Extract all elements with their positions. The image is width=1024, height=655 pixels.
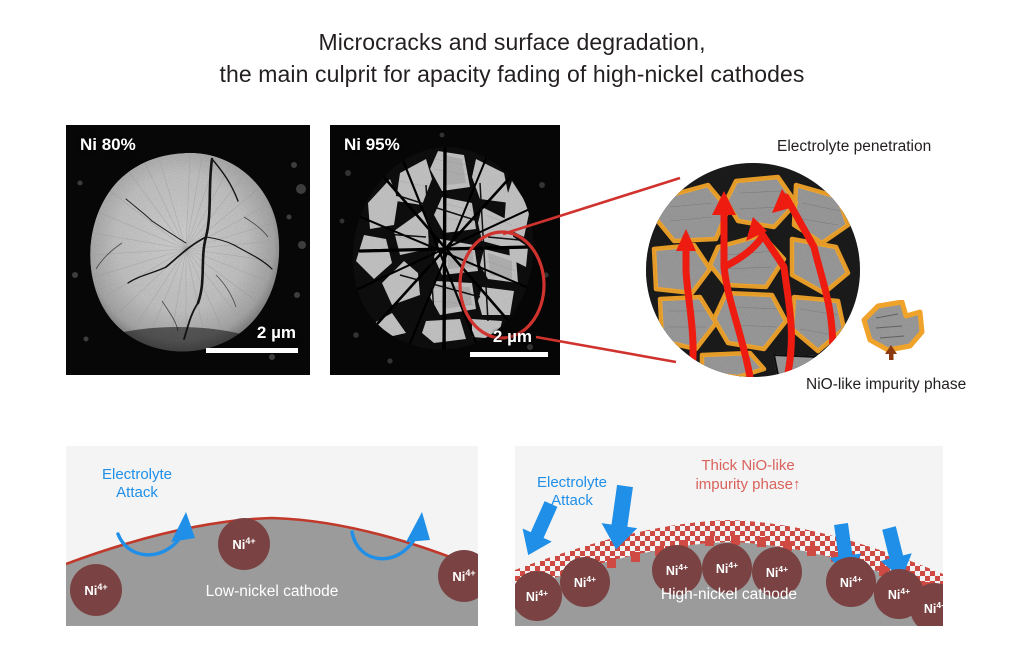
nickel-ion [910,583,943,626]
cathode-body [66,518,478,626]
fragment-up-arrow [885,345,897,360]
sem-label-ni95: Ni 95% [344,135,400,154]
surface-film [66,516,478,570]
electrolyte-attack-arrow-right [350,530,416,561]
nio-impurity-phase-label: NiO-like impurity phase [806,376,967,393]
inset-graphic [646,163,860,377]
title-line-2: the main culprit for apacity fading of h… [219,61,805,87]
schematic-high-nickel-cathode: Ni4+ Ni4+ Ni4+ Ni4+ Ni4+ Ni4+ Ni4+ Ni4+ … [515,446,943,626]
nickel-ion [652,545,702,595]
page-title: Microcracks and surface degradation, the… [0,26,1024,90]
low-nickel-graphic: Ni4+ Ni4+ Ni4+ [66,446,478,626]
sem-ni80-graphic [66,125,310,375]
schematic-low-nickel-cathode: Ni4+ Ni4+ Ni4+ Electrolyte Attack Low-ni… [66,446,478,626]
title-line-1: Microcracks and surface degradation, [318,29,706,55]
attack-label-line-2: Attack [116,484,158,501]
arrow-heads [676,189,794,251]
thick-nio-impurity-label: Thick NiO-like impurity phase↑ [648,456,848,494]
scale-bar-label-ni95: 2 µm [492,327,532,346]
electrolyte-attack-arrow-left [116,532,182,557]
high-nickel-cathode-caption: High-nickel cathode [660,586,798,603]
attack-label-line-1: Electrolyte [102,466,173,483]
attack-label-line-1: Electrolyte [537,474,608,491]
nickel-ion [515,571,562,621]
nickel-ion [218,518,270,570]
nickel-ion-group [70,518,478,616]
magnified-inset-circle [646,163,860,377]
nio-impurity-fragment [861,300,925,360]
scale-bar-line-ni80 [206,348,298,353]
sem-image-ni80: Ni 80% 2 µm [66,125,310,375]
low-nickel-cathode-caption: Low-nickel cathode [205,583,339,600]
electrolyte-penetration-label: Electrolyte penetration [777,138,932,155]
sem-image-ni95: Ni 95% 2 µm [330,125,560,375]
sem-label-ni80: Ni 80% [80,135,136,154]
nio-label-line-2: impurity phase↑ [695,476,801,493]
attack-label-line-2: Attack [551,492,593,509]
nickel-ion [70,564,122,616]
nickel-ion [752,547,802,597]
electrolyte-attack-label-high: Electrolyte Attack [537,474,607,510]
nickel-ion [438,550,478,602]
nickel-ion [560,557,610,607]
electrolyte-attack-label-low: Electrolyte Attack [102,466,172,502]
arrow-head-right [406,512,430,542]
scale-bar-label-ni80: 2 µm [256,323,296,342]
scale-bar-line-ni95 [470,352,548,357]
nio-label-line-1: Thick NiO-like [701,457,795,474]
nickel-ion [826,557,876,607]
arrow-head-left [171,512,195,542]
high-nickel-graphic: Ni4+ Ni4+ Ni4+ Ni4+ Ni4+ Ni4+ Ni4+ Ni4+ [515,446,943,626]
nickel-ion-group [515,543,943,626]
nickel-ion [702,543,752,593]
